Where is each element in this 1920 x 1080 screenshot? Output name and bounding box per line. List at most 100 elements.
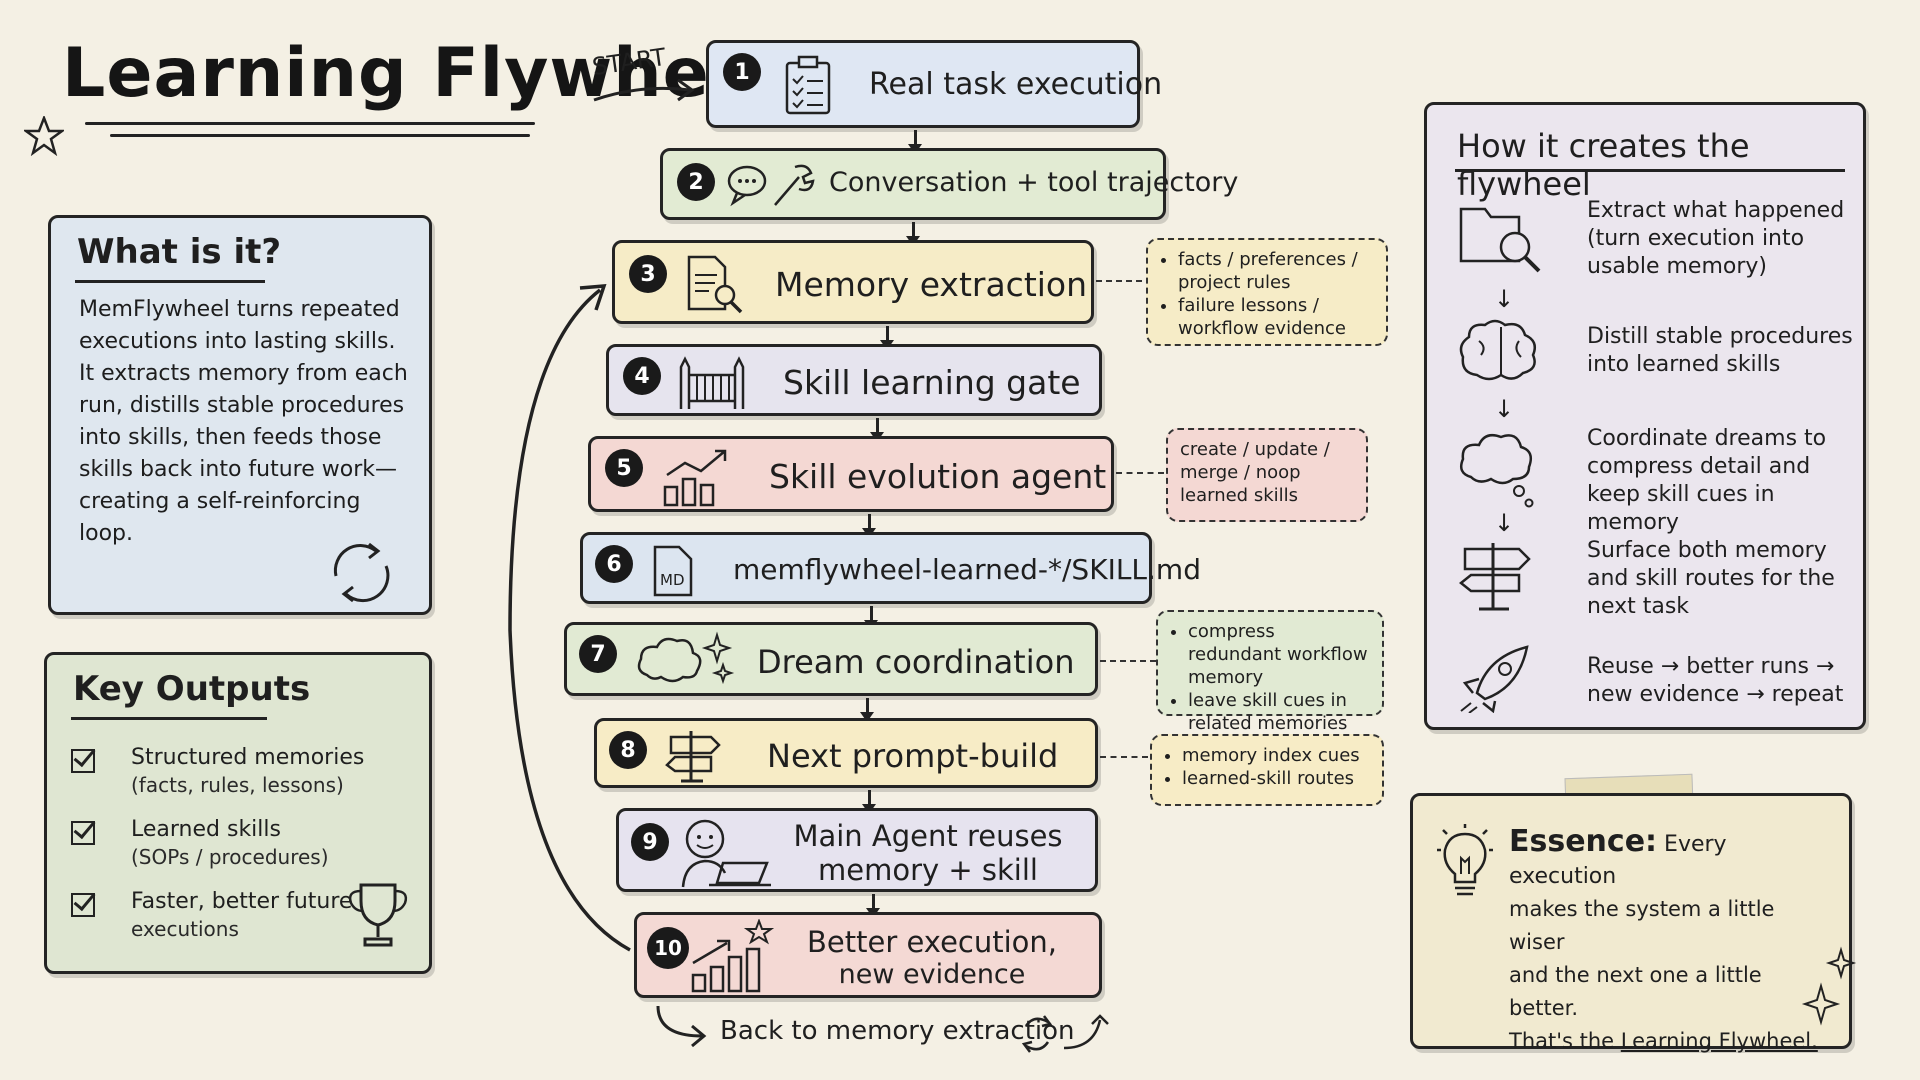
down-arrow-icon: ↓ [1494,395,1515,423]
start-arrow-icon [593,78,695,102]
document-search-icon [687,255,743,314]
step-label: Dream coordination [757,643,1075,681]
note-prompt-build: memory index cues learned-skill routes [1150,734,1384,806]
step-number-badge: 1 [723,53,761,91]
essence-text-3: and the next one a little better. [1509,963,1762,1020]
step-number-badge: 7 [579,635,617,673]
star-icon [24,116,64,156]
essence-panel: Essence: Every execution makes the syste… [1410,793,1857,1053]
how-row-text: Coordinate dreams to compress detail and… [1587,426,1827,535]
key-output-sub: (SOPs / procedures) [131,845,329,869]
step-number-badge: 10 [647,927,689,969]
key-outputs-heading: Key Outputs [73,669,311,709]
note-connector [1100,660,1156,662]
lightbulb-icon [1437,824,1493,896]
flow-arrow [908,130,922,154]
step-number-badge: 2 [677,163,715,201]
loop-back-arrow-icon [508,284,631,952]
down-arrow-icon: ↓ [1494,285,1515,313]
step-label: Real task execution [869,67,1163,102]
step-label-line1: Better execution, [807,925,1057,959]
signpost-icon [665,731,721,783]
step-6-box: 6 MD memflywheel-learned-*/SKILL.md [580,532,1201,604]
step-2-box: 2 Conversation + tool trajectory [660,148,1238,220]
step-5-box: 5 Skill evolution agent [588,436,1114,512]
essence-text: Essence: Every execution makes the syste… [1509,826,1829,1058]
heading-underline [71,717,267,720]
step-1-box: 1 Real task execution [706,40,1162,128]
title-underline-2 [110,134,530,137]
checkbox-icon [71,893,95,917]
clipboard-icon [785,55,831,115]
step-label-line2: memory + skill [818,853,1038,887]
chat-wrench-icon [727,164,815,207]
key-output-sub: (facts, rules, lessons) [131,773,344,797]
how-row-text: Distill stable procedures into learned s… [1587,324,1853,377]
what-is-it-body: MemFlywheel turns repeated executions in… [79,297,408,546]
essence-text-1: Every execution [1509,832,1727,889]
key-output-title: Structured memories [131,745,365,770]
heading-underline [75,280,265,283]
step-number-badge: 3 [629,255,667,293]
rocket-icon [1460,645,1529,713]
bar-chart-star-icon [691,919,775,993]
step-label: Skill learning gate [783,363,1081,402]
step-9-box: 9 Main Agent reuses memory + skill [616,808,1098,892]
key-output-sub: executions [131,917,239,941]
essence-text-4b: Learning Flywheel. [1620,1029,1818,1053]
growth-chart-icon [663,449,727,507]
title-underline [85,122,535,125]
signpost-icon [1458,543,1531,611]
page-title: Learning Flywheel [62,34,782,113]
what-is-it-heading: What is it? [77,232,282,272]
flow-arrow [880,326,894,350]
curved-arrow-icon [656,1005,707,1048]
step-label: Next prompt-build [767,737,1059,775]
trophy-icon [348,883,408,947]
flow-arrow [866,894,880,918]
how-heading: How it creates the flywheel [1457,127,1750,203]
flow-arrow [862,790,876,814]
step-label-line2: new evidence [838,959,1026,990]
note-connector [1100,756,1148,758]
svg-text:MD: MD [660,571,685,589]
step-number-badge: 9 [631,823,669,861]
note-item: facts / preferences / project rules [1178,248,1374,294]
step-label-line1: Main Agent reuses [793,819,1063,853]
checkbox-icon [71,749,95,773]
note-item: compress redundant workflow memory [1188,620,1370,689]
note-dream-coordination: compress redundant workflow memory leave… [1156,610,1384,734]
essence-label: Essence: [1509,824,1658,859]
how-row-text: Surface both memory and skill routes for… [1587,538,1835,619]
back-to-memory-label: Back to memory extraction [720,1016,1075,1046]
thought-cloud-icon [1460,434,1534,508]
agent-laptop-icon [681,819,771,888]
brain-icon [1459,319,1536,381]
how-row-text: Extract what happened (turn execution in… [1587,198,1845,279]
note-item: learned-skill routes [1182,767,1370,790]
step-number-badge: 6 [595,545,633,583]
cloud-sparkle-icon [637,631,735,685]
gate-icon [679,356,745,409]
flow-arrow [860,698,874,722]
heading-underline [1455,169,1845,172]
note-connector [1116,472,1164,474]
folder-search-icon [1459,207,1541,273]
note-memory-extraction: facts / preferences / project rules fail… [1146,238,1388,346]
essence-text-4a: That's the [1509,1029,1621,1053]
step-3-box: 3 Memory extraction [612,240,1094,324]
step-label: memflywheel-learned-*/SKILL.md [733,553,1201,586]
step-number-badge: 4 [623,357,661,395]
what-is-it-panel: What is it? MemFlywheel turns repeated e… [48,215,432,615]
flow-arrow [906,222,920,246]
md-file-icon: MD [653,545,693,597]
sparkle-icon [1801,946,1857,1026]
step-number-badge: 8 [609,731,647,769]
note-connector [1096,280,1142,282]
key-output-title: Learned skills [131,817,281,842]
key-outputs-panel: Key Outputs Structured memories (facts, … [44,652,432,974]
step-7-box: 7 Dream coordination [564,622,1098,696]
refresh-arrows-icon [1021,1014,1109,1053]
how-flywheel-panel: How it creates the flywheel Extract what… [1424,102,1866,730]
cycle-icon [333,542,390,603]
